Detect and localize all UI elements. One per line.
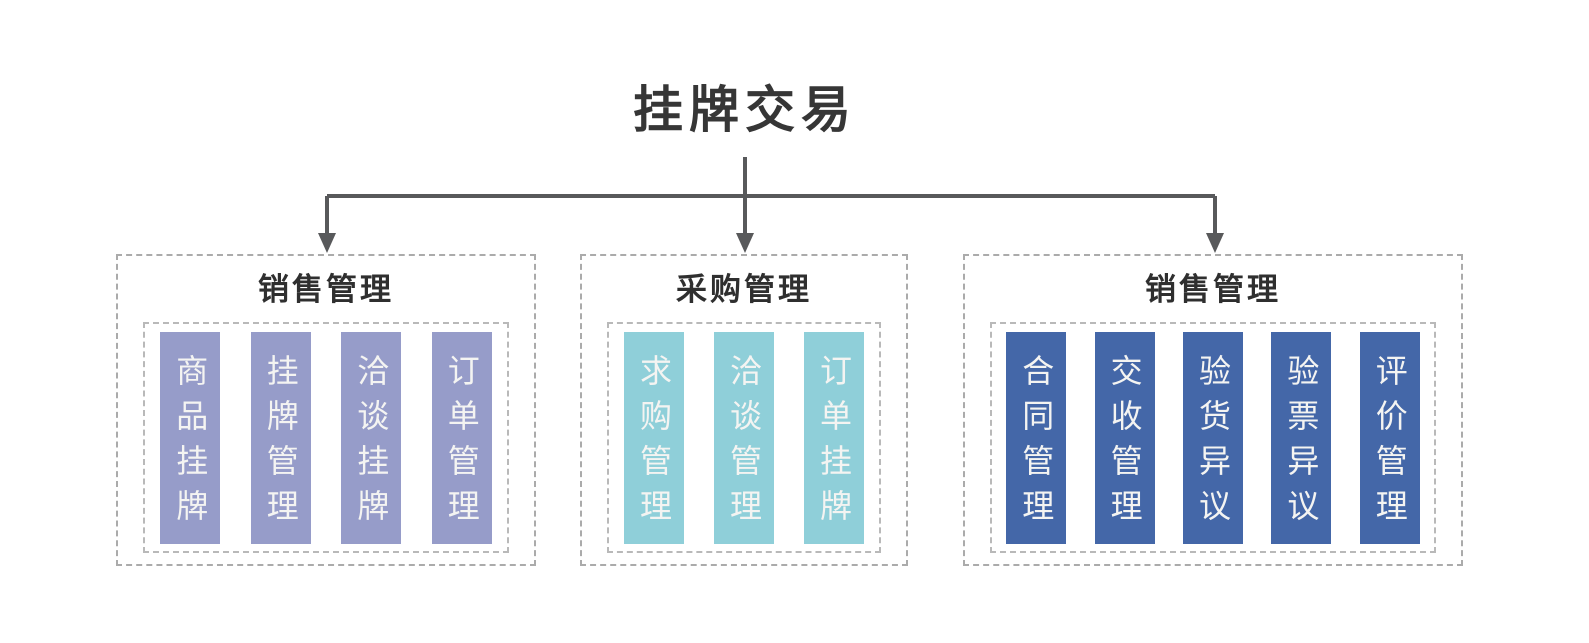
group-title: 销售管理	[258, 272, 394, 308]
feature-bar: 评价管理	[1359, 331, 1420, 544]
feature-bar: 验票异议	[1271, 331, 1332, 544]
bars-container: 商品挂牌 挂牌管理 洽谈挂牌 订单管理	[143, 322, 509, 553]
feature-bar-label: 交收管理	[1105, 354, 1144, 534]
feature-bar-label: 评价管理	[1370, 354, 1409, 534]
feature-bar: 挂牌管理	[250, 331, 311, 544]
feature-bar-label: 挂牌管理	[261, 354, 300, 534]
feature-bar-label: 求购管理	[635, 354, 673, 534]
arrow-down-left-icon	[318, 233, 336, 253]
feature-bar-label: 验票异议	[1282, 354, 1321, 534]
group-title: 销售管理	[1145, 272, 1281, 308]
feature-bar-label: 洽谈挂牌	[352, 354, 391, 534]
feature-bar: 订单挂牌	[804, 331, 864, 544]
feature-bar-label: 订单管理	[442, 354, 481, 534]
feature-bar-label: 洽谈管理	[725, 354, 763, 534]
feature-bar: 洽谈挂牌	[341, 331, 402, 544]
feature-bar: 求购管理	[624, 331, 684, 544]
feature-bar-label: 合同管理	[1017, 354, 1056, 534]
connector-stem-line	[325, 157, 1217, 236]
group-title: 采购管理	[676, 272, 812, 308]
feature-bar-label: 订单挂牌	[815, 354, 853, 534]
feature-bar: 合同管理	[1006, 331, 1067, 544]
group-box-sales-right: 销售管理 合同管理 交收管理 验货异议 验票异议 评价管理	[963, 254, 1463, 566]
feature-bar: 交收管理	[1094, 331, 1155, 544]
group-box-procurement: 采购管理 求购管理 洽谈管理 订单挂牌	[580, 254, 908, 566]
feature-bar: 验货异议	[1182, 331, 1243, 544]
arrow-down-middle-icon	[736, 233, 754, 253]
feature-bar: 商品挂牌	[160, 331, 221, 544]
feature-bar: 订单管理	[431, 331, 492, 544]
arrow-down-right-icon	[1206, 233, 1224, 253]
feature-bar-label: 验货异议	[1193, 354, 1232, 534]
group-box-sales-left: 销售管理 商品挂牌 挂牌管理 洽谈挂牌 订单管理	[116, 254, 536, 566]
bars-container: 合同管理 交收管理 验货异议 验票异议 评价管理	[990, 322, 1436, 553]
diagram-title: 挂牌交易	[633, 81, 857, 139]
feature-bar-label: 商品挂牌	[171, 354, 210, 534]
bars-container: 求购管理 洽谈管理 订单挂牌	[607, 322, 881, 553]
feature-bar: 洽谈管理	[714, 331, 774, 544]
